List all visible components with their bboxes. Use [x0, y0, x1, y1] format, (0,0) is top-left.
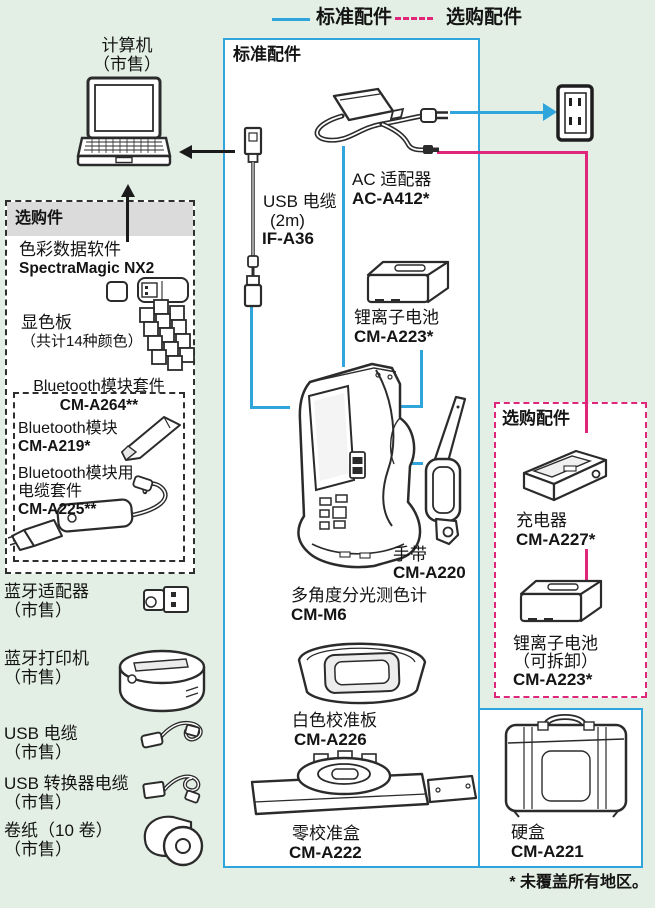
- bluetooth-adapter-illustration: [143, 586, 189, 613]
- charger-name: 充电器: [516, 511, 567, 530]
- optional-to-computer-arrowhead: [120, 184, 135, 197]
- usb-to-device-line-v: [250, 306, 253, 409]
- bluetooth-kit-box: [13, 392, 185, 562]
- item-name: 蓝牙适配器: [4, 582, 89, 601]
- device-name: 多角度分光测色计: [291, 586, 427, 605]
- hand-strap-illustration: [424, 395, 467, 546]
- item-availability: （市售）: [4, 793, 72, 812]
- usb-converter-cable-illustration: [142, 774, 201, 804]
- charger-illustration: [522, 449, 608, 502]
- legend-optional-label: 选购配件: [446, 7, 523, 28]
- usb-to-computer-arrow-line: [191, 150, 235, 153]
- software-model: SpectraMagic NX2: [19, 260, 155, 277]
- standard-box-title: 标准配件: [233, 45, 301, 64]
- zero-box-name: 零校准盒: [292, 824, 360, 843]
- hard-case-name: 硬盒: [511, 823, 545, 842]
- zero-box-model: CM-A222: [289, 843, 362, 862]
- optional-battery-illustration: [519, 579, 603, 623]
- commercial-item-usb-converter: USB 转换器电缆 （市售）: [4, 774, 129, 812]
- usb-to-computer-arrowhead: [179, 144, 192, 159]
- white-plate-model: CM-A226: [294, 730, 367, 749]
- right-optional-box: [494, 402, 647, 698]
- legend-standard-line: [272, 18, 310, 21]
- adapter-to-outlet-line: [450, 111, 546, 114]
- device-model: CM-M6: [291, 605, 347, 624]
- bt-kit-name: Bluetooth模块套件: [33, 378, 165, 395]
- left-optional-box-header: [7, 202, 193, 236]
- battery-illustration: [366, 260, 450, 304]
- left-optional-box-title: 选购件: [15, 210, 64, 227]
- optional-battery-model: CM-A223*: [513, 670, 593, 689]
- hard-case-model: CM-A221: [511, 842, 584, 861]
- charger-to-battery-line: [585, 549, 588, 582]
- item-name: USB 电缆: [4, 724, 78, 743]
- optional-battery-name: 锂离子电池: [513, 634, 598, 653]
- bt-module-model: CM-A219*: [18, 438, 91, 455]
- bt-kit-model: CM-A264**: [59, 397, 139, 414]
- spectramagic-dongle-illustration: [106, 277, 189, 303]
- white-calibration-plate-illustration: [297, 642, 427, 705]
- item-name: 蓝牙打印机: [4, 649, 89, 668]
- commercial-item-paper-roll: 卷纸（10 卷） （市售）: [4, 821, 113, 859]
- item-availability: （市售）: [4, 601, 72, 620]
- commercial-item-bt-adapter: 蓝牙适配器 （市售）: [4, 582, 89, 620]
- bt-cable-name-line2: 电缆套件: [18, 483, 83, 500]
- adapter-to-optional-line-v: [585, 151, 588, 433]
- wall-outlet-illustration: [556, 84, 594, 142]
- strap-model: CM-A220: [393, 563, 466, 582]
- legend-standard-label: 标准配件: [316, 7, 393, 28]
- charger-model: CM-A227*: [516, 530, 596, 549]
- battery-name: 锂离子电池: [354, 308, 439, 327]
- bt-cable-name-line1: Bluetooth模块用: [18, 465, 134, 482]
- item-name: USB 转换器电缆: [4, 774, 129, 793]
- bluetooth-module-illustration: [121, 416, 181, 462]
- software-name: 色彩数据软件: [19, 240, 121, 259]
- item-availability: （市售）: [4, 743, 72, 762]
- hard-case-illustration: [504, 714, 628, 818]
- battery-to-device-line-v: [420, 350, 423, 408]
- bluetooth-printer-illustration: [118, 649, 206, 713]
- battery-model: CM-A223*: [354, 327, 434, 346]
- laptop-illustration: [76, 76, 172, 167]
- ac-adapter-illustration: [314, 87, 448, 154]
- zero-calibration-box-illustration: [250, 750, 478, 816]
- color-plates-illustration: [139, 299, 195, 371]
- footnote: * 未覆盖所有地区。: [509, 874, 648, 891]
- usb-cable-length: (2m): [270, 211, 305, 230]
- computer-name: 计算机: [101, 36, 153, 55]
- item-availability: （市售）: [4, 840, 72, 859]
- adapter-to-optional-line-h: [437, 151, 588, 154]
- bluetooth-cable-kit-illustration: [7, 475, 168, 551]
- usb-cable-name: USB 电缆: [263, 192, 337, 211]
- strap-name: 手带: [393, 545, 427, 564]
- legend-optional-line: [395, 17, 433, 20]
- usb-cable-if-a36-illustration: [243, 126, 263, 308]
- usb-cable-model: IF-A36: [262, 229, 314, 248]
- computer-availability: （市售）: [93, 55, 161, 74]
- ac-adapter-model: AC-A412*: [352, 189, 430, 208]
- item-availability: （市售）: [4, 668, 72, 687]
- optional-battery-note: （可拆卸）: [513, 652, 598, 671]
- usb-cable-commercial-illustration: [140, 720, 203, 749]
- right-optional-box-title: 选购配件: [502, 409, 570, 428]
- ac-adapter-name: AC 适配器: [352, 170, 432, 189]
- white-plate-name: 白色校准板: [292, 711, 377, 730]
- paper-roll-illustration: [143, 815, 204, 867]
- commercial-item-bt-printer: 蓝牙打印机 （市售）: [4, 649, 89, 687]
- plates-name: 显色板: [21, 313, 72, 332]
- adapter-to-device-line: [342, 146, 345, 367]
- cm-m6-device-illustration: [297, 362, 422, 569]
- adapter-to-outlet-arrowhead: [543, 103, 557, 121]
- computer-label: 计算机 （市售）: [79, 36, 175, 74]
- bt-module-name: Bluetooth模块: [18, 420, 118, 437]
- bt-cable-model: CM-A225**: [18, 501, 97, 518]
- item-name: 卷纸（10 卷）: [4, 821, 113, 840]
- optional-to-computer-arrow-line: [126, 195, 129, 242]
- commercial-item-usb-cable: USB 电缆 （市售）: [4, 724, 78, 762]
- plates-note: （共计14种颜色）: [21, 333, 143, 350]
- usb-to-device-line-h: [250, 406, 290, 409]
